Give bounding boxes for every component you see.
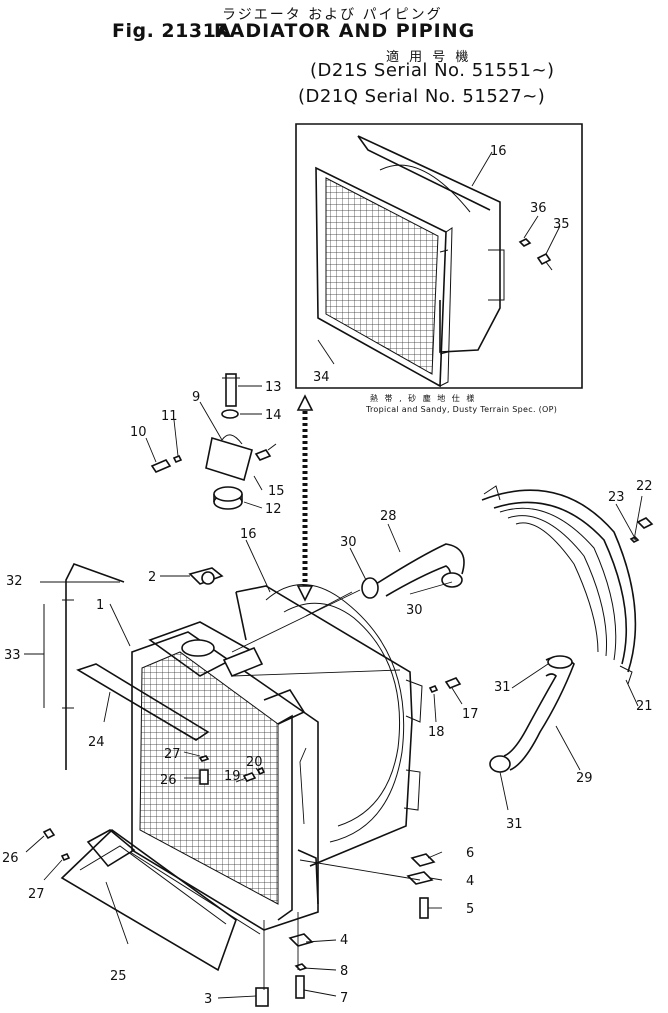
callout-8: 8 — [340, 964, 348, 979]
callout-25: 25 — [110, 969, 127, 984]
alternate-parts-arrow — [296, 394, 314, 602]
title-japanese: ラジエータ および パイピング — [222, 7, 443, 23]
callout-26-lower: 26 — [2, 851, 19, 866]
callout-33: 33 — [4, 648, 21, 663]
callout-9: 9 — [192, 390, 200, 405]
callout-30-left: 30 — [340, 535, 357, 550]
callout-27-lower: 27 — [28, 887, 45, 902]
lower-guard — [60, 828, 237, 972]
upper-hose — [361, 543, 465, 599]
applicable-models-japanese: 適 用 号 機 — [386, 50, 472, 65]
callout-27-upper: 27 — [164, 747, 181, 762]
figure-number: Fig. 2131A — [112, 20, 232, 42]
callout-11: 11 — [161, 409, 178, 424]
callout-20: 20 — [246, 755, 263, 770]
callout-23: 23 — [608, 490, 625, 505]
callout-32: 32 — [6, 574, 23, 589]
serial-range-d21s: (D21S Serial No. 51551~) — [310, 60, 555, 81]
callout-18: 18 — [428, 725, 445, 740]
callout-6: 6 — [466, 846, 474, 861]
radiator-cap — [188, 567, 224, 585]
callout-29: 29 — [576, 771, 593, 786]
callout-numbers: 34 16 36 35 13 14 9 11 10 15 12 16 2 32 … — [2, 144, 653, 1007]
inset-note: Tropical and Sandy, Dusty Terrain Spec. … — [366, 405, 558, 414]
callout-24: 24 — [88, 735, 105, 750]
fan-guard-bolt — [629, 517, 654, 543]
callout-4-lower: 4 — [340, 933, 348, 948]
fan-guard — [481, 485, 637, 685]
callout-12: 12 — [265, 502, 282, 517]
inset-bolt — [518, 238, 553, 271]
callout-26-upper: 26 — [160, 773, 177, 788]
callout-13: 13 — [265, 380, 282, 395]
callout-5: 5 — [466, 902, 474, 917]
callout-28: 28 — [380, 509, 397, 524]
callout-17: 17 — [462, 707, 479, 722]
callout-2: 2 — [148, 570, 156, 585]
fan-shroud — [235, 584, 423, 867]
callout-35: 35 — [553, 217, 570, 232]
callout-14: 14 — [265, 408, 282, 423]
callout-22: 22 — [636, 479, 653, 494]
inset-screen — [315, 166, 453, 388]
callout-15: 15 — [268, 484, 285, 499]
callout-21: 21 — [636, 699, 653, 714]
callout-34: 34 — [313, 370, 330, 385]
cap-bracket-assembly — [150, 373, 277, 482]
lower-mount-parts — [255, 853, 436, 1007]
callout-30-right: 30 — [406, 603, 423, 618]
leader-lines — [24, 151, 643, 999]
rubber-mount — [213, 486, 243, 510]
callout-16-main: 16 — [240, 527, 257, 542]
callout-36: 36 — [530, 201, 547, 216]
callout-16-inset: 16 — [490, 144, 507, 159]
overflow-pipe — [43, 563, 125, 770]
callout-4-upper: 4 — [466, 874, 474, 889]
shroud-bolt — [428, 677, 462, 694]
inset-fan-shroud — [357, 135, 505, 353]
core-bolts — [42, 755, 266, 862]
lower-hose — [489, 655, 575, 773]
inset-frame — [295, 123, 583, 389]
callout-31-upper: 31 — [494, 680, 511, 695]
serial-range-d21q: (D21Q Serial No. 51527~) — [298, 86, 546, 107]
inset-note-japanese: 熱 帯 , 砂 塵 地 仕 様 — [370, 394, 477, 403]
callout-19: 19 — [224, 769, 241, 784]
figure-title: RADIATOR AND PIPING — [214, 20, 476, 42]
callout-3: 3 — [204, 992, 212, 1007]
callout-31-lower: 31 — [506, 817, 523, 832]
callout-10: 10 — [130, 425, 147, 440]
radiator-core — [76, 621, 319, 935]
callout-1: 1 — [96, 598, 104, 613]
callout-7: 7 — [340, 991, 348, 1006]
